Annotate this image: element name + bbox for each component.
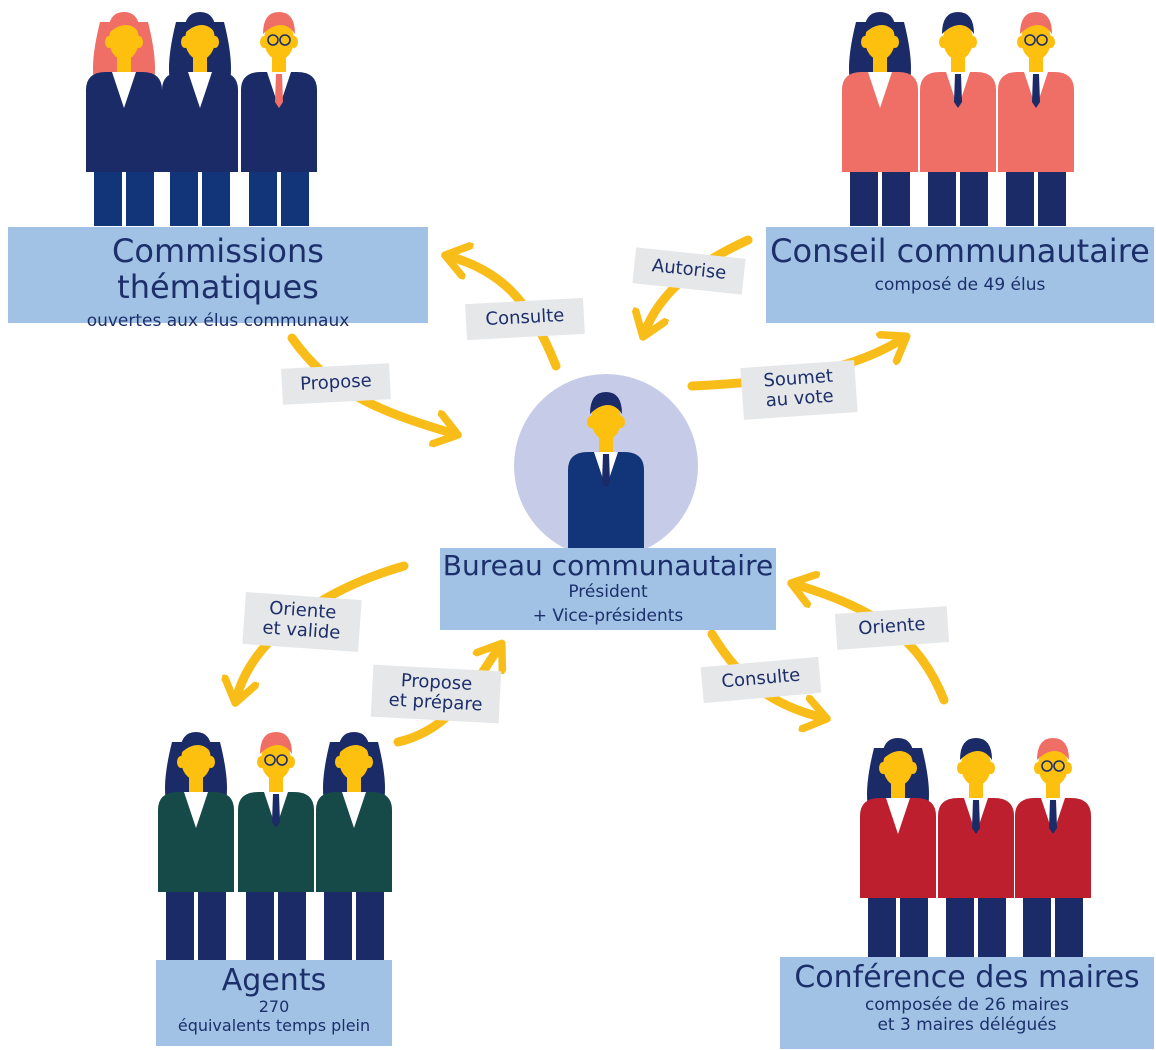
label-oriente-valide: Oriente et valide (242, 592, 362, 652)
agent-person-3 (316, 732, 392, 960)
conseil-subtitle: composé de 49 élus (874, 275, 1046, 295)
label-soumet: Soumet au vote (740, 360, 858, 420)
commission-person-1 (86, 12, 162, 226)
conseil-person-2 (920, 12, 996, 226)
agents-box: Agents 270 équivalents temps plein (156, 960, 392, 1046)
conference-person-1 (860, 738, 936, 957)
agents-people (158, 732, 392, 960)
conference-subtitle-1: composée de 26 maires (865, 995, 1069, 1015)
conseil-person-3 (998, 12, 1074, 226)
agents-title: Agents (221, 963, 327, 998)
agents-subtitle-1: 270 (258, 997, 290, 1016)
label-consulte-commissions: Consulte (465, 297, 585, 341)
bureau-president-figure (568, 392, 644, 552)
conference-box: Conférence des maires composée de 26 mai… (780, 957, 1154, 1049)
agents-subtitle-2: équivalents temps plein (177, 1016, 371, 1035)
conseil-person-1 (842, 12, 918, 226)
conference-person-2 (938, 738, 1014, 957)
conseil-people (842, 12, 1074, 226)
conference-subtitle-2: et 3 maires délégués (877, 1015, 1057, 1035)
conference-people (860, 738, 1091, 957)
agent-person-2 (238, 732, 314, 960)
label-propose: Propose (281, 363, 391, 405)
commissions-subtitle: ouvertes aux élus communaux (86, 311, 350, 331)
conference-title: Conférence des maires (794, 960, 1140, 995)
commission-person-3 (241, 12, 317, 226)
commissions-people (86, 12, 317, 226)
commissions-title: Commissions thématiques (112, 232, 324, 306)
bureau-subtitle-2: + Vice-présidents (532, 606, 684, 626)
label-propose-prepare: Propose et prépare (370, 664, 502, 724)
bureau-subtitle-1: Président (568, 582, 648, 602)
conseil-box: Conseil communautaire composé de 49 élus (766, 227, 1154, 323)
bureau-title: Bureau communautaire (442, 549, 774, 582)
conference-person-3 (1015, 738, 1091, 957)
agent-person-1 (158, 732, 234, 960)
bureau-president (568, 392, 644, 552)
commissions-box: Commissions thématiques ouvertes aux élu… (8, 227, 428, 331)
conseil-title: Conseil communautaire (770, 232, 1150, 270)
arrow-consulte-commissions (448, 256, 561, 371)
bureau-box: Bureau communautaire Président + Vice-pr… (440, 548, 776, 630)
commission-person-2 (162, 12, 238, 226)
